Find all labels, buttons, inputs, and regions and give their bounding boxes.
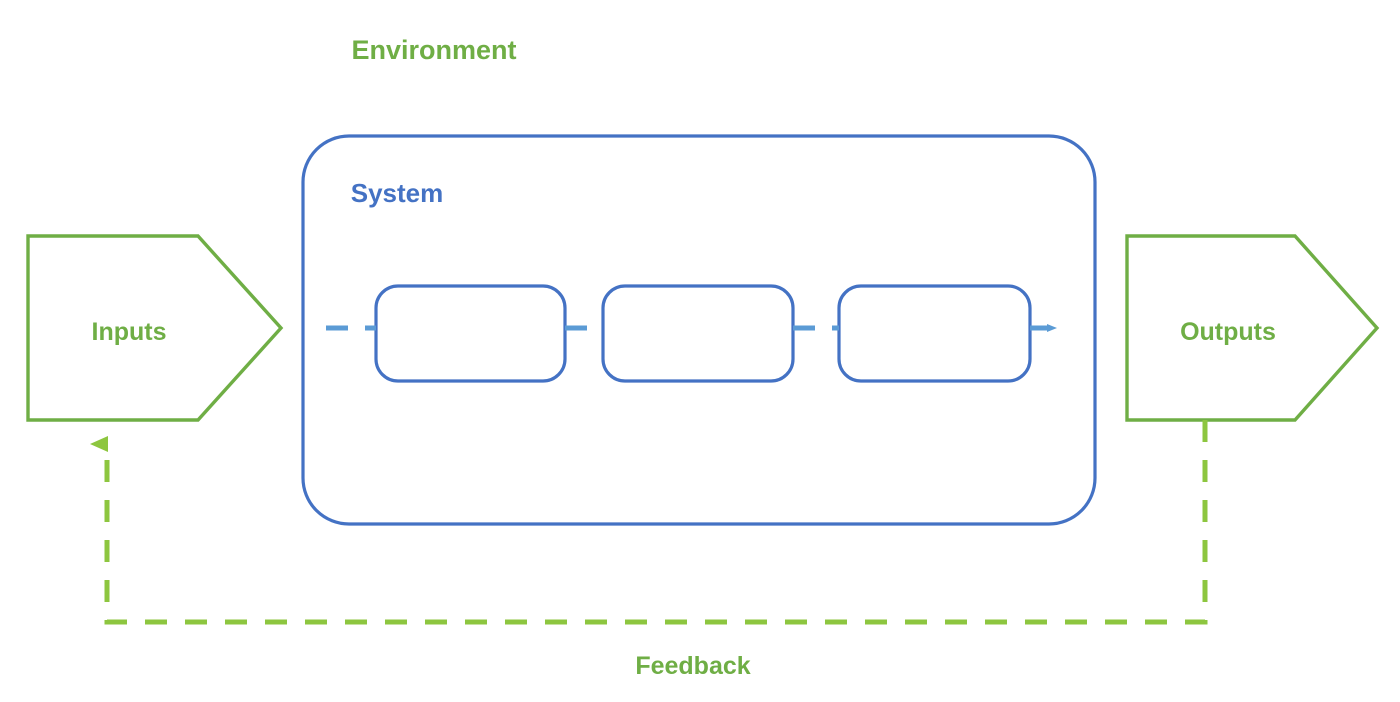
process-step-box-3[interactable]: [837, 284, 1032, 383]
outputs-node-label: Outputs: [1180, 318, 1276, 346]
system-title: System: [351, 178, 444, 208]
process-step-box-1[interactable]: [374, 284, 567, 383]
inputs-node-shape[interactable]: [26, 234, 284, 422]
environment-title: Environment: [351, 35, 516, 65]
feedback-loop-path: [90, 420, 1208, 625]
feedback-label: Feedback: [635, 652, 750, 680]
system-boundary-box: [301, 134, 1097, 526]
inputs-node-label: Inputs: [92, 318, 167, 346]
process-step-box-2[interactable]: [601, 284, 795, 383]
outputs-node-shape[interactable]: [1125, 234, 1380, 422]
